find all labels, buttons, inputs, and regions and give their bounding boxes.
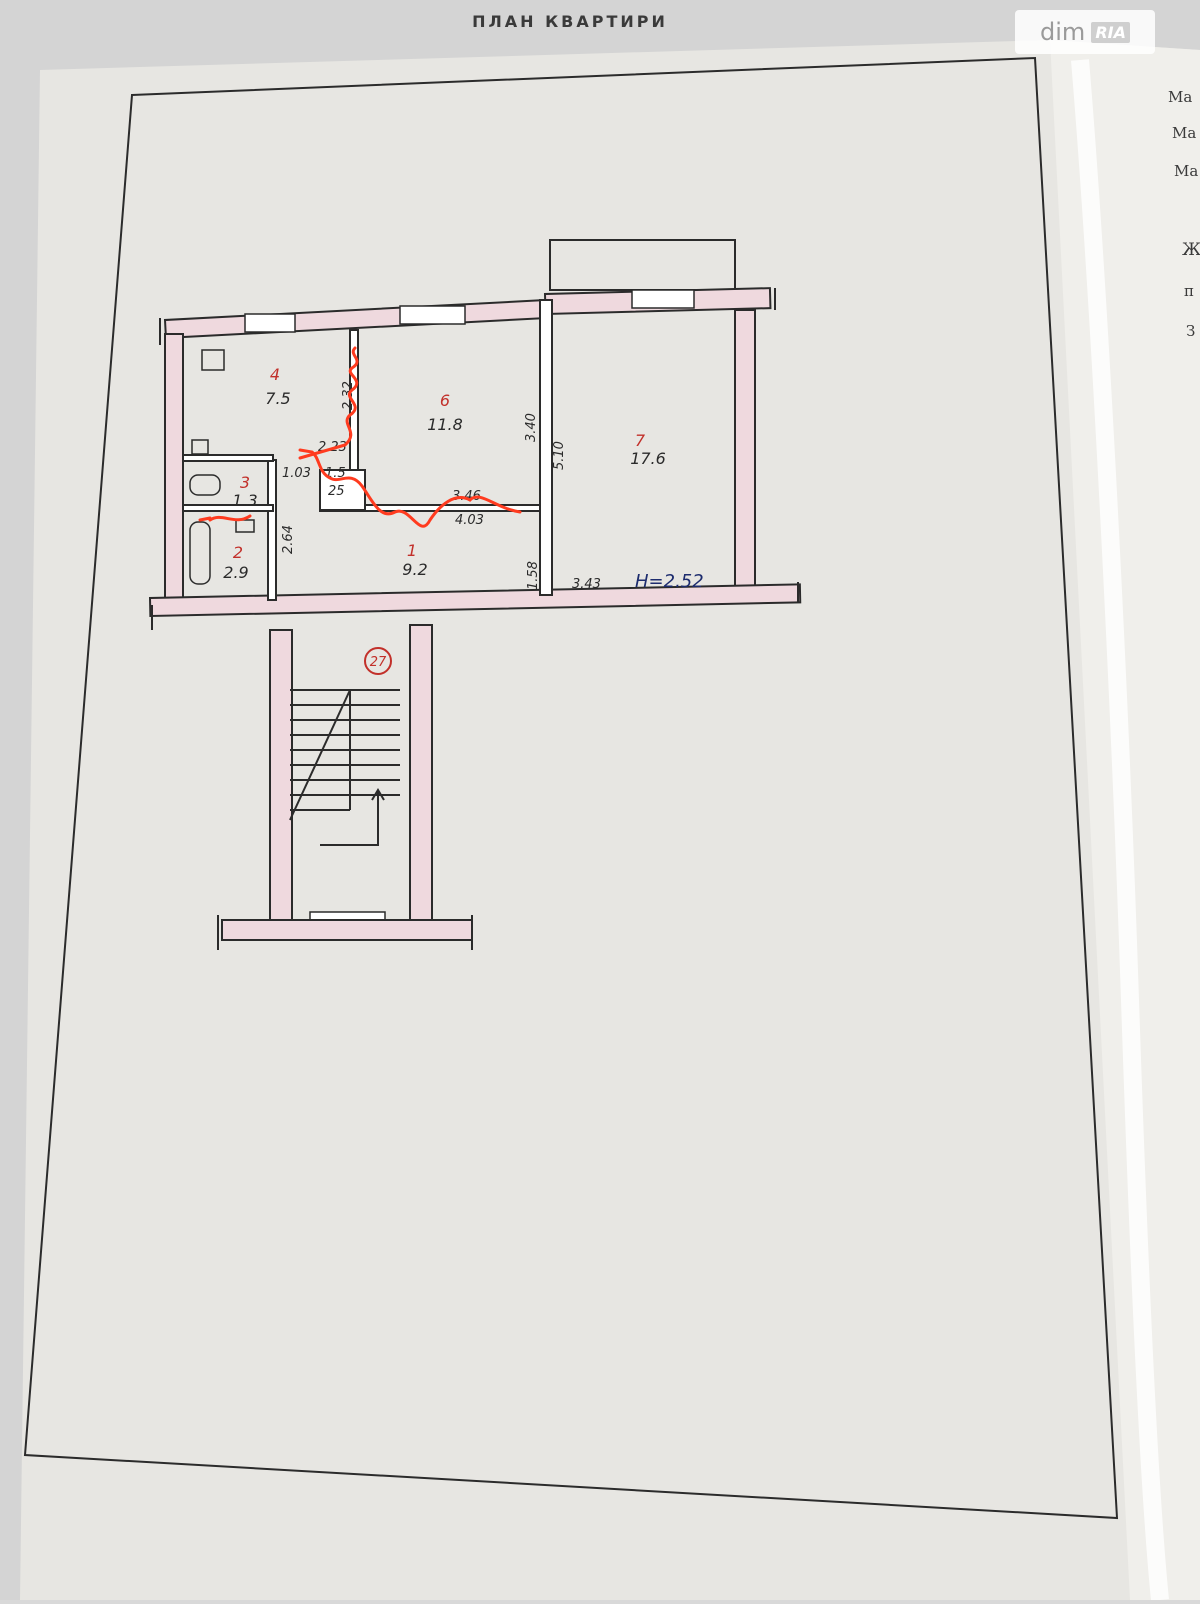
dim-5-10: 5.10 — [552, 441, 567, 470]
paper-sheet — [20, 40, 1200, 1600]
apartment-number-circle — [364, 647, 392, 675]
side-fragment-1: Ма — [1168, 88, 1193, 106]
room-1-number: 1 — [407, 541, 417, 560]
dim-3-43: 3.43 — [572, 577, 601, 592]
room-2-area: 2.9 — [223, 563, 248, 582]
side-fragment-2: Ма — [1172, 124, 1197, 142]
dim-25: 25 — [328, 484, 345, 499]
room-labels: 4 7.5 6 11.8 7 17.6 3 1.3 2 2.9 1 9.2 — [223, 365, 666, 582]
room-4-number: 4 — [270, 365, 280, 384]
ceiling-height-label: H=2.52 — [635, 571, 704, 592]
watermark-badge: RIA — [1091, 21, 1130, 43]
side-fragment-4: Ж — [1182, 240, 1200, 260]
watermark-text: dim — [1040, 18, 1086, 46]
marker-annotations — [198, 346, 522, 528]
room-6-number: 6 — [440, 391, 450, 410]
sheet-frame — [23, 56, 1119, 1520]
apartment-number: 27 — [370, 655, 387, 670]
site-watermark: dim RIA — [1015, 10, 1155, 54]
dim-3-40: 3.40 — [524, 413, 539, 442]
stairwell — [221, 624, 473, 941]
dim-1-58: 1.58 — [526, 561, 541, 590]
dim-1-03: 1.03 — [282, 466, 311, 481]
room-2-number: 2 — [233, 543, 243, 562]
dim-3-46: 3.46 — [452, 489, 481, 504]
paper-fold — [1071, 59, 1169, 1601]
room-3-area: 1.3 — [232, 491, 257, 510]
side-fragment-3: Ма — [1174, 162, 1199, 180]
side-fragment-5: п — [1184, 282, 1194, 300]
room-3-number: 3 — [240, 473, 250, 492]
room-6-area: 11.8 — [427, 415, 463, 434]
side-fragment-6: З — [1186, 322, 1196, 340]
dim-4-03: 4.03 — [455, 513, 484, 528]
room-4-area: 7.5 — [265, 389, 290, 408]
page-title: ПЛАН КВАРТИРИ — [472, 12, 668, 31]
room-1-area: 9.2 — [402, 560, 427, 579]
dim-2-64: 2.64 — [281, 525, 296, 554]
room-7-number: 7 — [635, 431, 646, 450]
room-7-area: 17.6 — [630, 449, 666, 468]
